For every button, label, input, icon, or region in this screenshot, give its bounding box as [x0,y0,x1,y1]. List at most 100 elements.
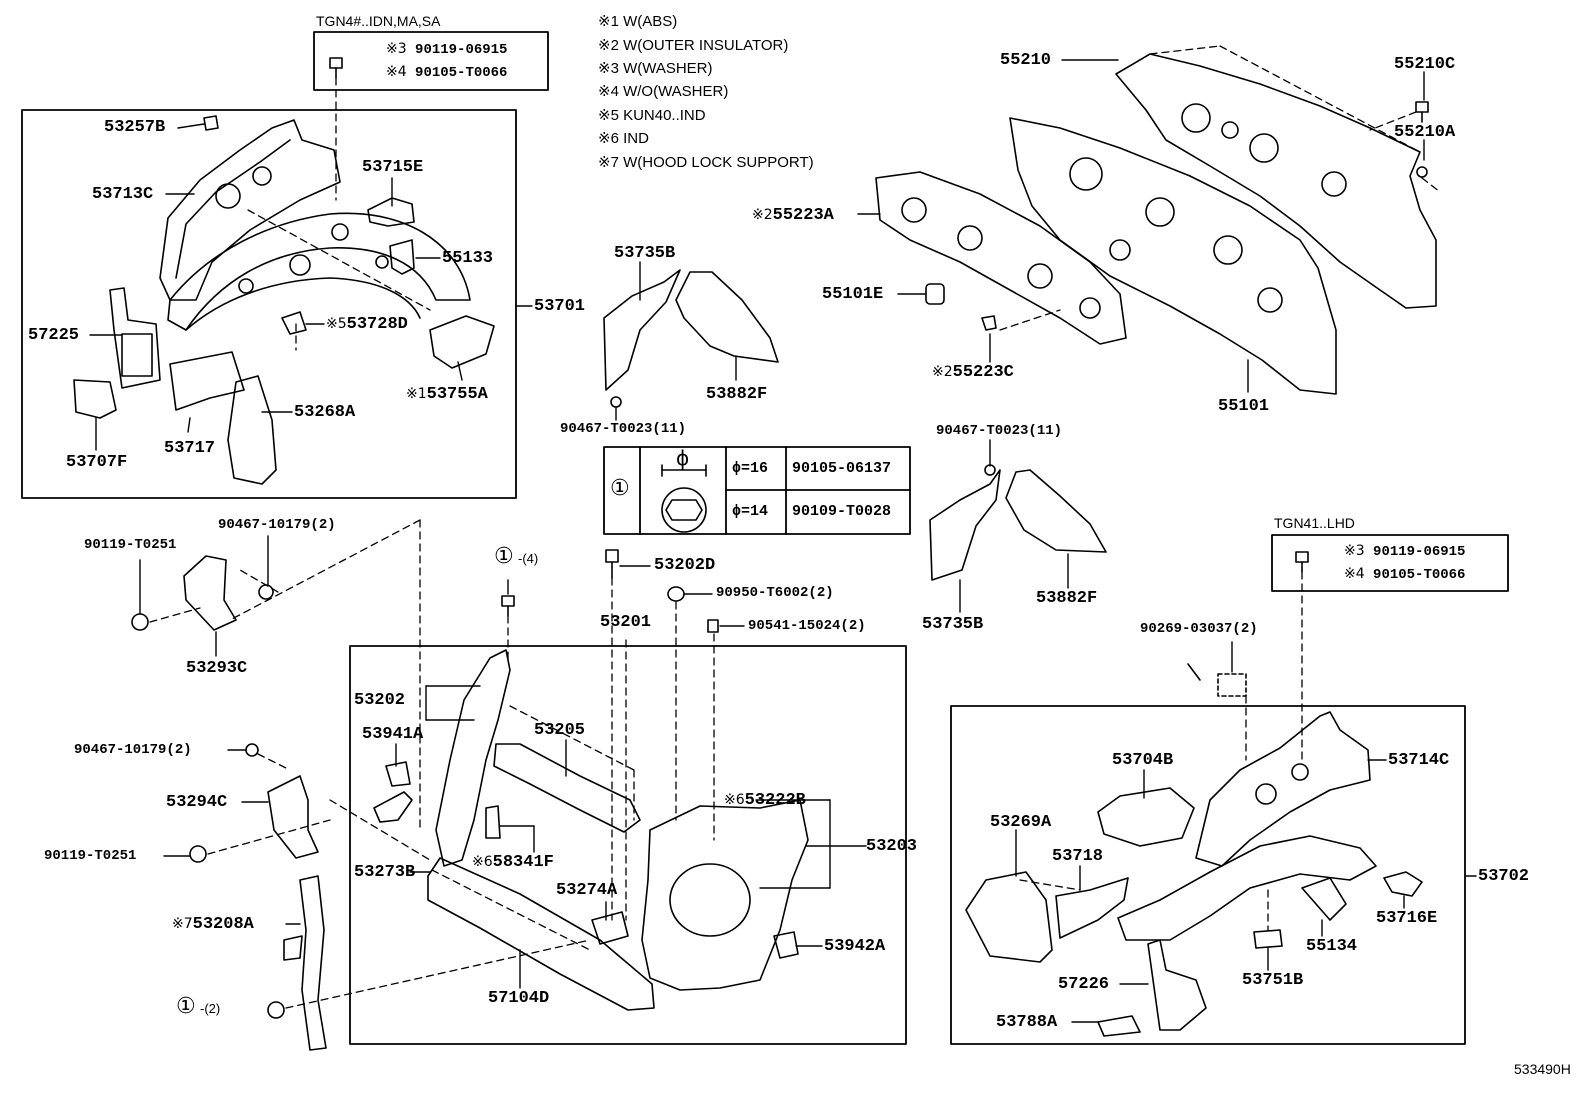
label-53268a: 53268A [294,403,356,422]
label-90467-t0023-top: 90467-T0023(11) [560,421,687,437]
fastener-marks [131,57,1429,1019]
panel-53717-drawing [169,351,245,411]
label-53717: 53717 [164,439,216,458]
mark-2-a: ※2 [752,207,773,223]
label-55210: 55210 [1000,51,1052,70]
label-53735b-mid: 53735B [922,615,984,634]
inset-right-row-2-mark: ※4 [1344,566,1365,582]
inset-right-row-2-part: 90105-T0066 [1373,567,1466,583]
label-55223c-text: 55223C [952,363,1014,382]
label-55101: 55101 [1218,397,1270,416]
label-53728d-text: 53728D [346,315,408,334]
label-53704b: 53704B [1112,751,1174,770]
label-53202: 53202 [354,691,406,710]
leader-lines [89,59,1477,1023]
bolt-circled-1-drawing [501,595,515,617]
label-55210a: 55210A [1394,123,1456,142]
label-53735b-top: 53735B [614,244,676,263]
label-55223a: ※255223A [752,207,834,224]
inset-left-row-2: ※4 90105-T0066 [386,65,507,80]
circled-1-qty-4: ① [494,544,514,569]
note-3: ※3 W(WASHER) [598,60,713,77]
label-53702: 53702 [1478,867,1530,886]
mark-5: ※5 [326,316,347,332]
liner-53735b-top-drawing [603,269,681,391]
insulator-55210-drawing [1115,53,1437,309]
label-90467-10179-top: 90467-10179(2) [218,517,336,533]
label-58341f: ※658341F [472,854,554,871]
bracket-55133-drawing [389,239,415,275]
inset-right-row-2: ※4 90105-T0066 [1344,567,1465,582]
label-57104d: 57104D [488,989,550,1008]
inset-box-right [1271,534,1509,592]
label-57225: 57225 [28,326,80,345]
label-53882f-mid: 53882F [1036,589,1098,608]
liner-53882f-top-drawing [675,271,779,363]
label-53755a: ※153755A [406,386,488,403]
label-90119-t0251-top: 90119-T0251 [84,537,177,553]
clip-55223c-drawing [981,315,997,331]
bolt-90269-drawing [1187,663,1247,697]
inset-left-header: TGN4#..IDN,MA,SA [316,13,441,29]
plug-55101e-drawing [925,283,945,305]
note-7: ※7 W(HOOD LOCK SUPPORT) [598,154,814,171]
inset-left-row-2-part: 90105-T0066 [415,65,508,81]
dash-panel-55101-drawing [1009,117,1337,395]
circled-1-qty-2: ① [176,994,196,1019]
bracket-53707f-drawing [73,379,117,419]
label-55210c: 55210C [1394,55,1456,74]
hex-bolt-icon [661,464,707,533]
group-box-53702 [950,705,1466,1045]
label-53269a: 53269A [990,813,1052,832]
label-53788a: 53788A [996,1013,1058,1032]
label-53208a-text: 53208A [192,915,254,934]
bolt-table-phi-symbol: ϕ [676,446,690,470]
bracket-53273b-drawing [373,791,413,823]
inset-right-row-1: ※3 90119-06915 [1344,544,1465,559]
label-53882f-top: 53882F [706,385,768,404]
label-53713c: 53713C [92,185,154,204]
inset-box-left [313,31,549,91]
mark-7: ※7 [172,916,193,932]
label-53728d: ※553728D [326,316,408,333]
liner-53735b-mid-drawing [929,469,1001,581]
wheel-apron-right-drawing [1117,711,1377,941]
label-53715e: 53715E [362,158,424,177]
inset-left-row-2-mark: ※4 [386,64,407,80]
bracket-53788a-drawing [1097,1015,1141,1037]
label-90467-10179-mid: 90467-10179(2) [74,742,192,758]
label-53751b: 53751B [1242,971,1304,990]
inset-right-header: TGN41..LHD [1274,515,1355,531]
label-55223a-text: 55223A [772,206,834,225]
bracket-53716e-drawing [1383,871,1423,897]
upper-support-53205-drawing [493,743,641,833]
grommet-90950-drawing [667,586,685,602]
label-55134: 55134 [1306,937,1358,956]
note-6: ※6 IND [598,130,649,147]
label-53716e: 53716E [1376,909,1438,928]
label-53201: 53201 [600,613,652,632]
label-53257b: 53257B [104,118,166,137]
label-53222b: ※653222B [724,792,806,809]
bracket-53751b-drawing [1253,929,1283,949]
nut-90541-drawing [707,619,719,633]
label-53718: 53718 [1052,847,1104,866]
label-53203: 53203 [866,837,918,856]
label-90269-03037: 90269-03037(2) [1140,621,1258,637]
mark-2-b: ※2 [932,364,953,380]
label-53707f: 53707F [66,453,128,472]
bolt-table-row-1-size: ϕ=16 [732,460,769,477]
reinforcement-57226-drawing [1147,939,1207,1031]
qty-4: -(4) [518,551,539,566]
inset-right-row-1-part: 90119-06915 [1373,544,1466,560]
bracket-58341f-drawing [485,805,501,839]
label-53273b: 53273B [354,863,416,882]
dashed-assembly-lines [149,45,1441,1009]
bracket-53293c-drawing [183,555,237,631]
bolt-table-grid [603,446,911,535]
member-53269a-drawing [965,871,1053,963]
note-1: ※1 W(ABS) [598,13,678,30]
label-55101e: 55101E [822,285,884,304]
bolt-table-row-1-part: 90105-06137 [792,460,892,477]
